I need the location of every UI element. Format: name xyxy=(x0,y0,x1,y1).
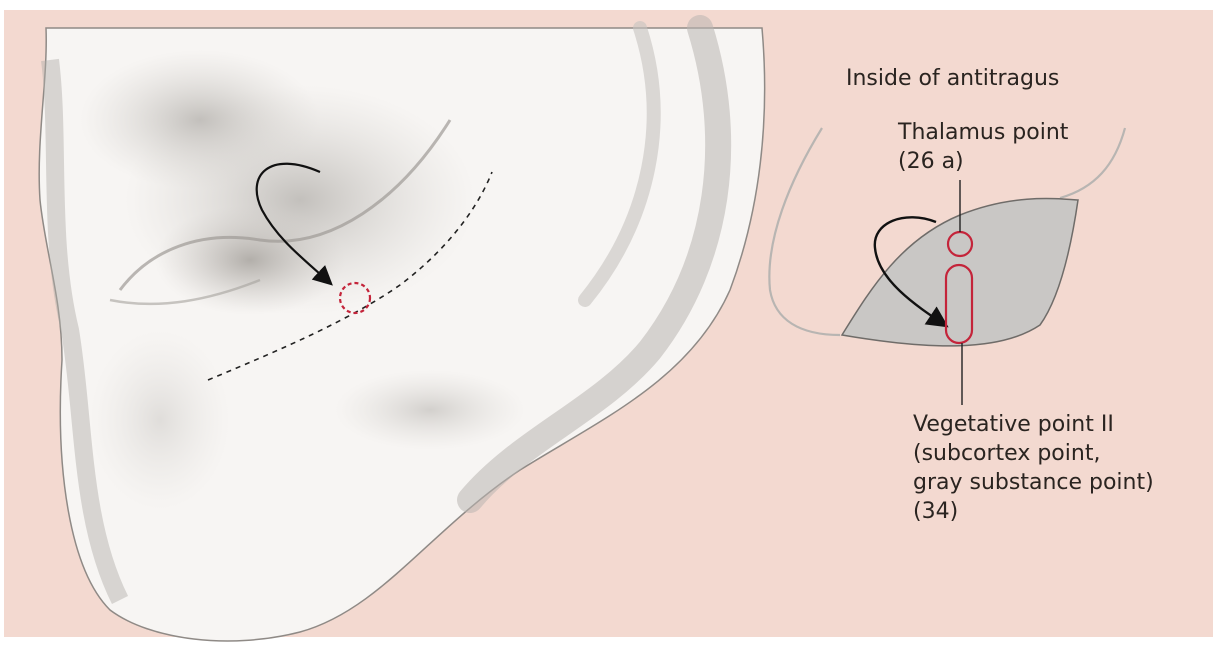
vegetative-label-line2: (subcortex point, xyxy=(913,439,1154,468)
thalamus-point-label: Thalamus point (26 a) xyxy=(898,118,1068,176)
vegetative-point-label: Vegetative point II (subcortex point, gr… xyxy=(913,410,1154,526)
thalamus-label-line1: Thalamus point xyxy=(898,118,1068,147)
vegetative-label-line3: gray substance point) xyxy=(913,468,1154,497)
thalamus-label-line2: (26 a) xyxy=(898,147,1068,176)
inside-antitragus-label: Inside of antitragus xyxy=(846,64,1059,93)
vegetative-label-line4: (34) xyxy=(913,497,1154,526)
vegetative-label-line1: Vegetative point II xyxy=(913,410,1154,439)
